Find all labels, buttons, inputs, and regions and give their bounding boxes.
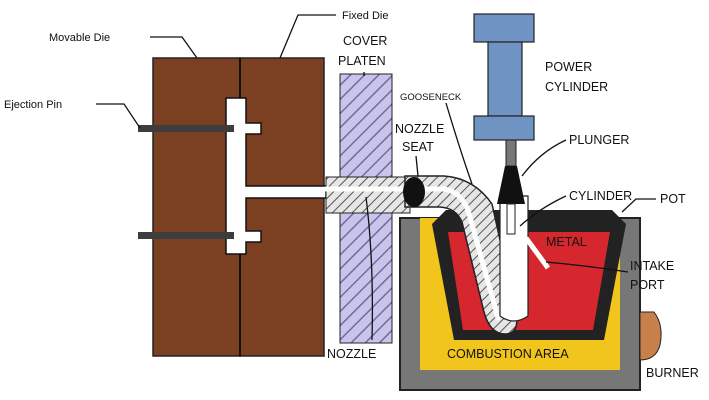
label-combustion-area: COMBUSTION AREA [447, 347, 569, 361]
die-assembly [138, 57, 327, 357]
label-ejection-pin: Ejection Pin [4, 99, 62, 111]
leader-fixed-die [279, 14, 336, 59]
burner [639, 311, 662, 361]
leader-lines [96, 14, 656, 341]
leader-pot [621, 198, 656, 213]
leader-cylinder [519, 195, 567, 227]
leader-intake-port [545, 261, 629, 273]
fixed-die [239, 57, 325, 357]
labels: Movable Die Fixed Die Ejection Pin COVER… [4, 10, 699, 380]
label-cylinder: CYLINDER [569, 189, 632, 203]
label-power-cylinder-line1: POWER [545, 60, 592, 74]
power-cylinder-assembly [473, 13, 535, 235]
ejection-pin-lower [138, 232, 234, 239]
label-cover-platen-line2: PLATEN [338, 54, 386, 68]
gooseneck-channel [323, 186, 501, 321]
gooseneck-outer [404, 175, 518, 335]
intake-port [523, 236, 551, 270]
leader-nozzle [365, 196, 374, 341]
label-intake-port-line2: PORT [630, 278, 665, 292]
plunger-stem [506, 203, 516, 235]
power-cylinder-top [473, 13, 535, 43]
label-pot: POT [660, 192, 686, 206]
label-nozzle: NOZZLE [327, 347, 376, 361]
label-plunger: PLUNGER [569, 133, 629, 147]
label-fixed-die: Fixed Die [342, 10, 388, 22]
gooseneck-assembly [323, 175, 551, 335]
plunger-rod [505, 139, 517, 167]
label-metal: METAL [546, 235, 587, 249]
leader-nozzle-seat [415, 155, 419, 177]
label-cover-platen-line1: COVER [343, 34, 387, 48]
nozzle-body [325, 176, 411, 214]
cover-platen-upper [339, 73, 393, 178]
label-gooseneck: GOOSENECK [400, 92, 462, 103]
leader-movable-die [150, 36, 198, 59]
power-cylinder-base [473, 115, 535, 141]
label-nozzle-seat-line1: NOZZLE [395, 122, 444, 136]
cover-platen [325, 73, 411, 344]
power-cylinder-body [487, 41, 523, 117]
leader-plunger [521, 139, 567, 177]
label-power-cylinder-line2: CYLINDER [545, 80, 608, 94]
ejection-pin-upper [138, 125, 234, 132]
plunger-head [497, 166, 525, 204]
label-movable-die: Movable Die [49, 32, 110, 44]
label-intake-port-line1: INTAKE [630, 259, 674, 273]
leader-gooseneck [445, 102, 473, 185]
label-nozzle-seat-line2: SEAT [402, 140, 434, 154]
nozzle-seat [403, 177, 425, 207]
label-burner: BURNER [646, 366, 699, 380]
leader-ejection-pin [96, 103, 141, 129]
furnace [399, 210, 662, 391]
cover-platen-lower [339, 212, 393, 344]
